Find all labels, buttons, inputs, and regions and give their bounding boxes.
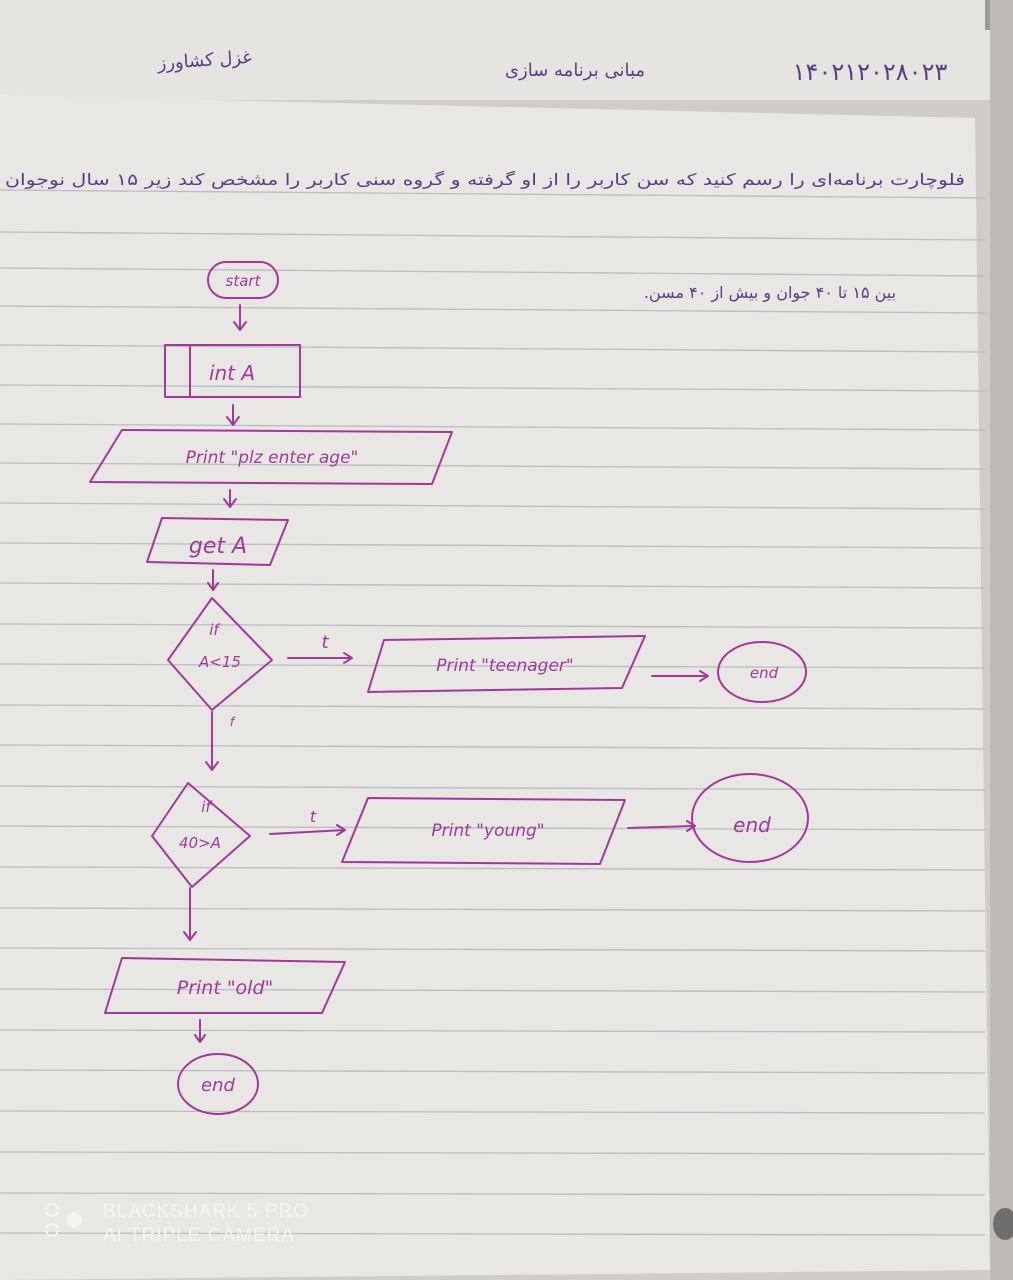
output-teenager-label: Print "teenager" <box>436 656 573 676</box>
arrow-young-end <box>627 820 696 832</box>
decision-1-condition: A<15 <box>198 653 241 671</box>
start-label: start <box>226 272 262 290</box>
decision-1-true-label: t <box>321 632 329 653</box>
end-terminal-1: end <box>717 641 807 703</box>
notebook-page <box>0 95 990 1280</box>
question-line-1: فلوچارت برنامه‌ای را رسم کنید که سن کارب… <box>5 170 965 190</box>
prompt-io: Print "plz enter age" <box>89 429 453 485</box>
arrow-2 <box>226 404 240 426</box>
decision-2-top: if <box>201 798 213 816</box>
output-old-label: Print "old" <box>177 977 274 999</box>
watermark-line-2: AI TRIPLE CAMERA <box>103 1225 295 1246</box>
arrow-d2-true <box>269 824 346 836</box>
watermark-line-1: BLACKSHARK 5 PRO <box>103 1201 309 1222</box>
course-title: مبانی برنامه سازی <box>505 60 645 81</box>
decision-1: if A<15 <box>167 597 273 711</box>
decision-2: if 40>A <box>151 782 251 888</box>
camera-watermark: BLACKSHARK 5 PRO AI TRIPLE CAMERA <box>45 1201 309 1246</box>
output-teenager: Print "teenager" <box>367 635 646 693</box>
end-terminal-3: end <box>177 1053 259 1115</box>
output-young-label: Print "young" <box>431 821 544 841</box>
arrow-d1-false <box>205 711 219 771</box>
arrow-1 <box>233 304 247 331</box>
decision-1-top: if <box>209 621 221 639</box>
decision-2-condition: 40>A <box>179 834 221 852</box>
declare-box: int A <box>164 344 301 398</box>
declare-label: int A <box>209 361 255 385</box>
input-io: get A <box>146 517 289 566</box>
output-old: Print "old" <box>104 957 346 1014</box>
decision-2-true-label: t <box>310 807 317 826</box>
arrow-d2-false <box>183 887 197 941</box>
arrow-3 <box>223 489 237 508</box>
arrow-4 <box>207 569 219 591</box>
output-young: Print "young" <box>341 797 626 865</box>
arrow-teenager-end <box>651 670 709 682</box>
ruled-lines <box>0 189 986 1236</box>
end-3-label: end <box>201 1075 235 1096</box>
end-2-label: end <box>733 813 771 837</box>
end-terminal-2: end <box>691 773 809 863</box>
prompt-label: Print "plz enter age" <box>186 448 359 468</box>
arrow-d1-true <box>287 652 353 664</box>
input-label: get A <box>189 534 247 559</box>
student-id: ۱۴۰۲۱۲۰۲۸۰۲۳ <box>793 58 948 86</box>
end-1-label: end <box>750 664 779 682</box>
arrow-old-end <box>194 1019 206 1043</box>
question-line-2: بین ۱۵ تا ۴۰ جوان و بیش از ۴۰ مسن. <box>644 283 896 303</box>
start-terminal: start <box>207 261 279 299</box>
decision-1-false-label: f <box>230 715 236 729</box>
